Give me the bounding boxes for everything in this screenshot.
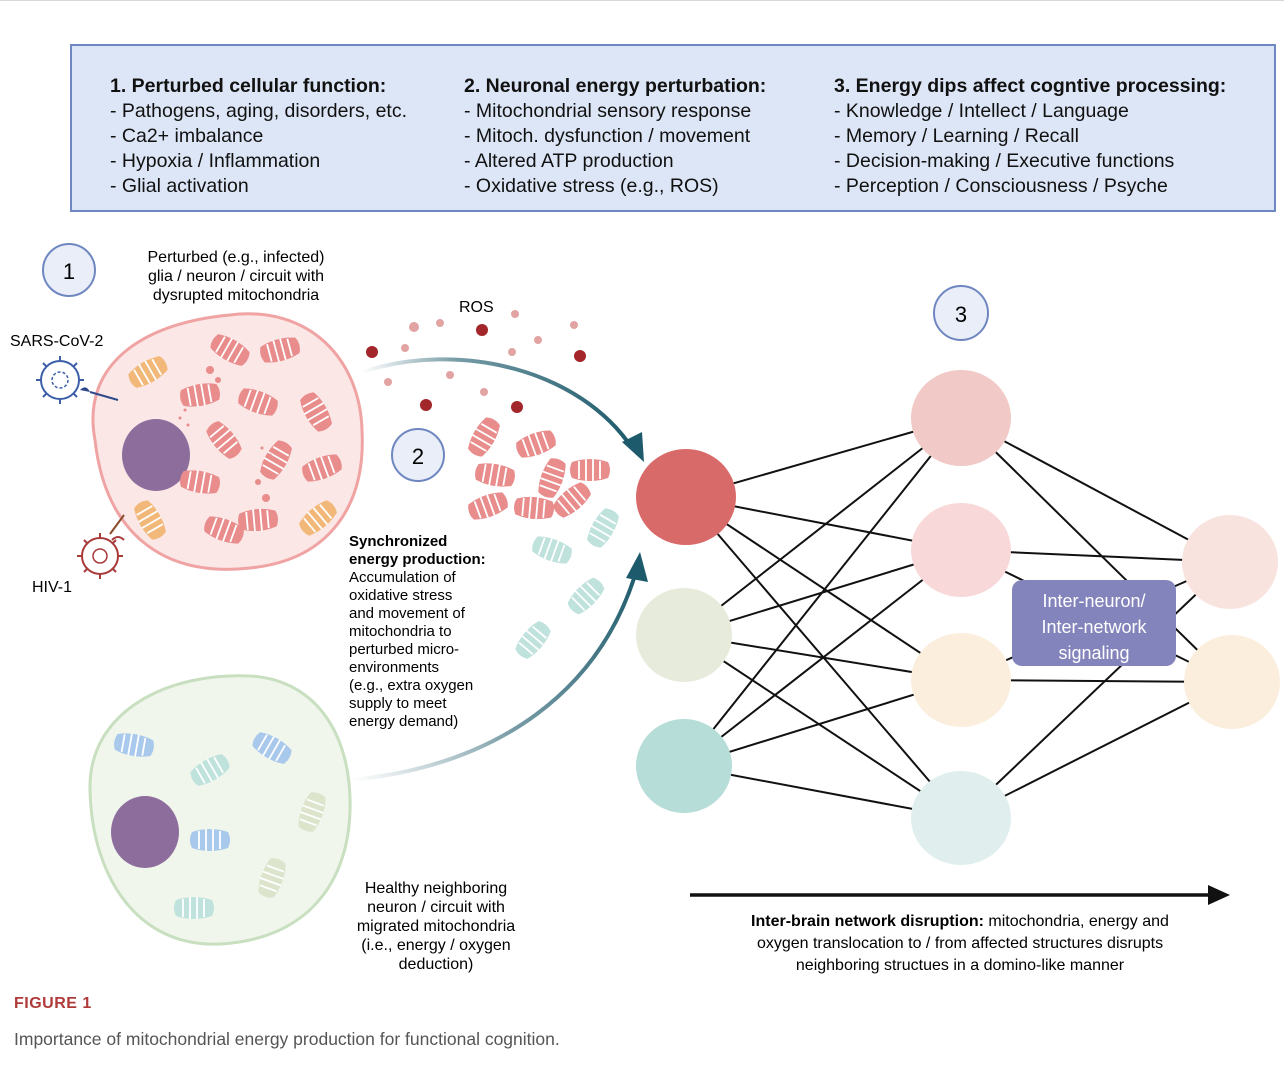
hidden-node: [911, 633, 1011, 727]
svg-text:dysrupted mitochondria: dysrupted mitochondria: [153, 287, 319, 304]
hidden-node: [911, 503, 1011, 597]
svg-text:Inter-brain network disruption: Inter-brain network disruption: mitochon…: [751, 913, 1169, 930]
svg-text:3: 3: [955, 302, 967, 327]
synchronized-energy-text: Synchronized energy production: Accumula…: [349, 533, 486, 730]
column-item: - Memory / Learning / Recall: [834, 125, 1079, 147]
arrow-to-network-bottom: [351, 552, 648, 782]
perturbed-cell: [91, 312, 364, 571]
ros-particles: [366, 310, 586, 413]
column-item: - Pathogens, aging, disorders, etc.: [110, 100, 408, 122]
svg-text:and movement of: and movement of: [349, 605, 466, 622]
healthy-cell: [88, 674, 352, 946]
svg-text:mitochondria to: mitochondria to: [349, 623, 452, 640]
column-heading: 1. Perturbed cellular function:: [110, 75, 387, 97]
svg-text:neighboring structues in a dom: neighboring structues in a domino-like m…: [796, 957, 1125, 974]
figure-label: FIGURE 1: [14, 995, 92, 1012]
nucleus: [122, 419, 190, 491]
svg-text:neuron / circuit with: neuron / circuit with: [367, 899, 505, 916]
column-heading: 2. Neuronal energy perturbation:: [464, 75, 767, 97]
summary-box: 1. Perturbed cellular function: - Pathog…: [70, 44, 1276, 212]
signaling-box: Inter-neuron/ Inter-network signaling: [1012, 580, 1176, 666]
healthy-cell-label: Healthy neighboring neuron / circuit wit…: [357, 880, 515, 973]
disruption-text: Inter-brain network disruption: mitochon…: [751, 913, 1169, 974]
top-divider: [0, 0, 1284, 1]
hidden-node: [911, 370, 1011, 466]
input-node: [636, 719, 732, 813]
output-node: [1184, 635, 1280, 729]
svg-text:2: 2: [412, 444, 424, 469]
svg-text:signaling: signaling: [1058, 643, 1129, 663]
column-item: - Hypoxia / Inflammation: [110, 150, 321, 172]
disruption-arrow: [690, 885, 1230, 905]
svg-text:migrated mitochondria: migrated mitochondria: [357, 918, 515, 935]
svg-text:(e.g., extra oxygen: (e.g., extra oxygen: [349, 677, 473, 694]
sars-cov-2-label: SARS-CoV-2: [10, 333, 103, 350]
column-item: - Altered ATP production: [464, 150, 674, 172]
svg-text:1: 1: [63, 259, 75, 284]
column-item: - Knowledge / Intellect / Language: [834, 100, 1129, 122]
svg-text:energy production:: energy production:: [349, 551, 486, 568]
hiv-1-label: HIV-1: [32, 579, 72, 596]
column-item: - Decision-making / Executive functions: [834, 150, 1175, 172]
step-marker-1: 1: [42, 243, 96, 297]
svg-text:perturbed micro-: perturbed micro-: [349, 641, 459, 658]
svg-text:Perturbed (e.g., infected): Perturbed (e.g., infected): [148, 249, 325, 266]
column-item: - Mitoch. dysfunction / movement: [464, 125, 751, 147]
network-nodes: [636, 370, 1280, 865]
svg-text:environments: environments: [349, 659, 439, 676]
input-node: [636, 588, 732, 682]
column-item: - Glial activation: [110, 175, 249, 197]
column-item: - Perception / Consciousness / Psyche: [834, 175, 1168, 197]
svg-text:deduction): deduction): [399, 956, 474, 973]
svg-text:Accumulation of: Accumulation of: [349, 569, 457, 586]
sars-cov-2-icon: [36, 356, 119, 404]
svg-text:Synchronized: Synchronized: [349, 533, 447, 550]
step-marker-2: 2: [391, 428, 445, 482]
hiv-1-icon: [77, 514, 125, 579]
svg-text:energy demand): energy demand): [349, 713, 458, 730]
svg-text:Inter-neuron/: Inter-neuron/: [1042, 591, 1145, 611]
output-node: [1182, 515, 1278, 609]
svg-text:supply to meet: supply to meet: [349, 695, 447, 712]
migrating-mitochondria: [463, 413, 611, 525]
svg-text:Inter-network: Inter-network: [1041, 617, 1147, 637]
input-node: [636, 449, 736, 545]
column-item: - Ca2+ imbalance: [110, 125, 264, 147]
hidden-node: [911, 771, 1011, 865]
arrow-to-network-top: [361, 357, 644, 462]
svg-text:Healthy neighboring: Healthy neighboring: [365, 880, 507, 897]
summary-column-2: 2. Neuronal energy perturbation: - Mitoc…: [464, 74, 766, 199]
column-item: - Oxidative stress (e.g., ROS): [464, 175, 719, 197]
nucleus: [111, 796, 179, 868]
svg-text:(i.e., energy / oxygen: (i.e., energy / oxygen: [361, 937, 510, 954]
svg-text:oxidative stress: oxidative stress: [349, 587, 452, 604]
step-marker-3: 3: [933, 285, 989, 341]
ros-label: ROS: [459, 299, 494, 316]
figure-caption: Importance of mitochondrial energy produ…: [14, 1029, 560, 1049]
svg-text:glia / neuron / circuit with: glia / neuron / circuit with: [148, 268, 324, 285]
summary-column-3: 3. Energy dips affect cogntive processin…: [834, 74, 1226, 199]
summary-column-1: 1. Perturbed cellular function: - Pathog…: [110, 74, 407, 199]
svg-text:oxygen translocation to / from: oxygen translocation to / from affected …: [757, 935, 1163, 952]
perturbed-cell-label: Perturbed (e.g., infected) glia / neuron…: [148, 249, 325, 304]
column-heading: 3. Energy dips affect cogntive processin…: [834, 75, 1227, 97]
column-item: - Mitochondrial sensory response: [464, 100, 752, 122]
